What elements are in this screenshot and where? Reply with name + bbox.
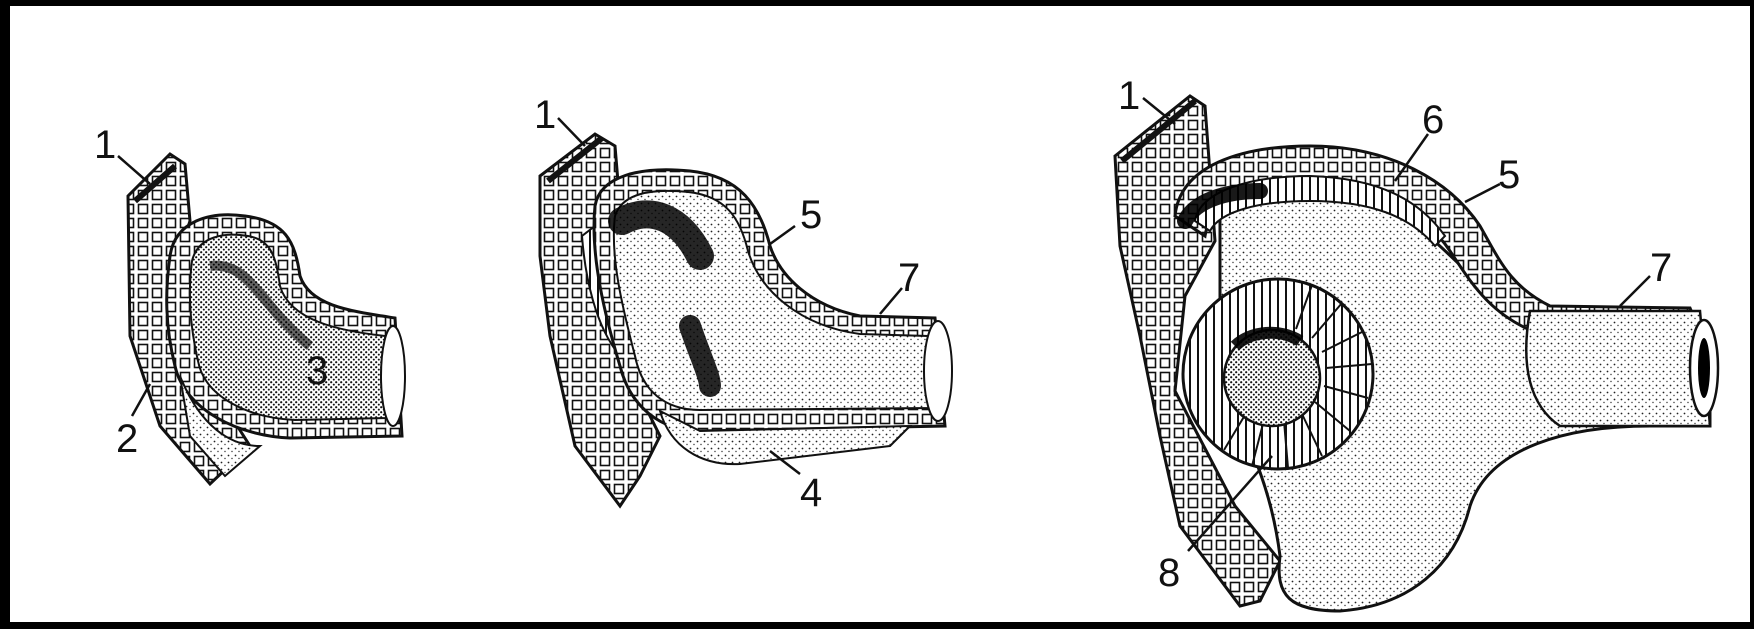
label-1: 1	[1118, 74, 1140, 118]
panel-stage-2: 1 5 7 4	[534, 93, 952, 515]
label-3: 3	[306, 349, 328, 393]
diagram-canvas: 1 2 3 1 5 7 4	[10, 6, 1750, 622]
label-1: 1	[534, 93, 556, 137]
label-8: 8	[1158, 551, 1180, 595]
label-7: 7	[1650, 246, 1672, 290]
figure-frame: 1 2 3 1 5 7 4	[10, 6, 1750, 622]
label-7: 7	[898, 256, 920, 300]
label-1: 1	[94, 123, 116, 167]
label-5: 5	[1498, 153, 1520, 197]
panel-stage-1: 1 2 3	[94, 123, 405, 484]
label-6: 6	[1422, 98, 1444, 142]
label-2: 2	[116, 417, 138, 461]
label-4: 4	[800, 471, 822, 515]
label-5: 5	[800, 193, 822, 237]
panel-stage-3: 1 6 5 7 8	[1115, 74, 1718, 611]
